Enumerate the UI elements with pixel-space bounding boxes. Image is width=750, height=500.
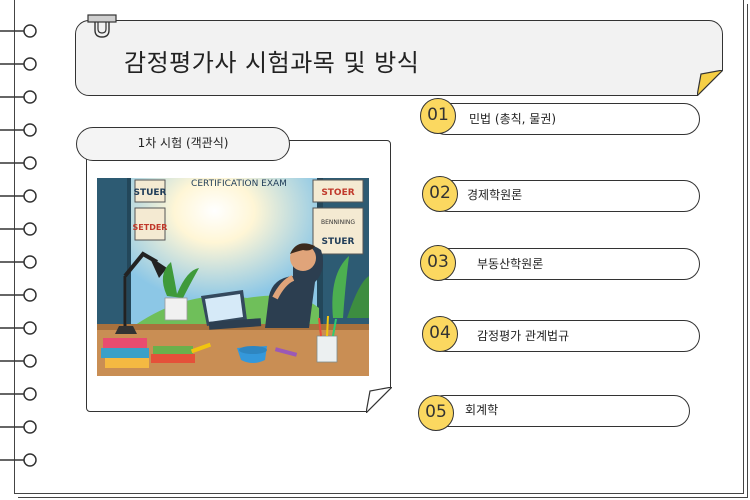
subject-item-01: 민법 (총칙, 물권) <box>430 103 700 135</box>
ring-icon <box>0 57 37 71</box>
page-fold-icon <box>697 70 723 96</box>
ring-icon <box>0 24 37 38</box>
ring-icon <box>0 453 37 467</box>
notebook-rings <box>0 24 37 467</box>
ring-icon <box>0 156 37 170</box>
page-fold-icon <box>366 387 392 413</box>
title-card: 감정평가사 시험과목 및 방식 <box>75 20 723 96</box>
subject-label: 회계학 <box>465 403 499 417</box>
poster-text: BENNINING <box>321 219 355 226</box>
poster-text: SETDER <box>133 223 168 232</box>
subject-item-05: 회계학 <box>428 395 690 427</box>
subject-label: 경제학원론 <box>467 188 523 202</box>
subject-number-badge: 04 <box>422 316 458 352</box>
ring-icon <box>0 222 37 236</box>
ring-icon <box>0 90 37 104</box>
subject-number-badge: 01 <box>420 98 456 134</box>
binder-clip-icon <box>87 14 117 38</box>
subject-item-02: 경제학원론 <box>432 180 700 212</box>
poster-text: STUER <box>321 237 354 247</box>
banner-text: CERTIFICATION EXAM <box>191 179 287 189</box>
ring-icon <box>0 321 37 335</box>
page-shadow-edge <box>18 4 748 498</box>
subject-item-04: 감정평가 관계법규 <box>430 320 700 352</box>
subject-label: 부동산학원론 <box>477 257 544 271</box>
subject-number-badge: 03 <box>420 245 456 281</box>
ring-icon <box>0 288 37 302</box>
ring-icon <box>0 255 37 269</box>
ring-icon <box>0 123 37 137</box>
subject-item-03: 부동산학원론 <box>430 248 700 280</box>
ring-icon <box>0 189 37 203</box>
ring-icon <box>0 387 37 401</box>
subject-number-badge: 02 <box>422 176 458 212</box>
page-title: 감정평가사 시험과목 및 방식 <box>124 49 420 77</box>
poster-text: STOER <box>321 188 354 198</box>
ring-icon <box>0 420 37 434</box>
poster-text: STUER <box>133 188 166 198</box>
subject-number-badge: 05 <box>418 395 454 431</box>
ring-icon <box>0 354 37 368</box>
subject-label: 감정평가 관계법규 <box>477 329 570 343</box>
exam-type-tab: 1차 시험 (객관식) <box>76 127 290 161</box>
subject-label: 민법 (총칙, 물권) <box>469 112 557 126</box>
study-illustration: STUER SETDER CERTIFICATION EXAM STOER BE… <box>97 178 369 376</box>
